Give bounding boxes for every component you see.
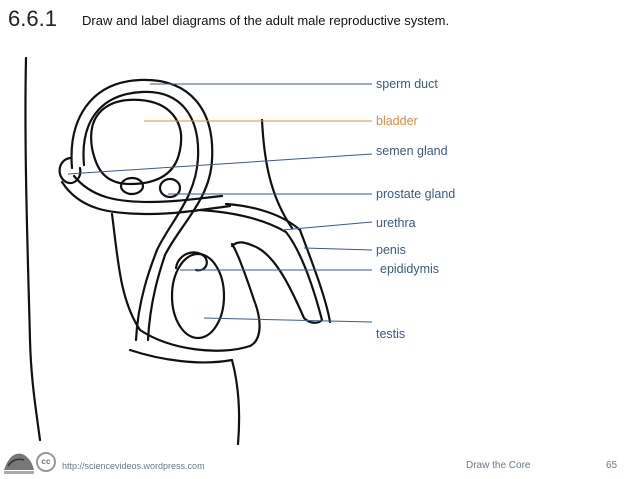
semen-gland-outline bbox=[58, 156, 82, 185]
penis-pointer bbox=[303, 247, 373, 251]
label-epididymis: epididymis bbox=[380, 262, 440, 276]
author-logo-icon bbox=[4, 453, 34, 474]
label-sperm-duct: sperm duct bbox=[376, 77, 438, 91]
semen-gland-right bbox=[158, 177, 182, 199]
penis-outline bbox=[198, 208, 324, 324]
label-semen-gland: semen gland bbox=[376, 144, 448, 158]
footer-center: Draw the Core bbox=[466, 460, 531, 471]
body-outline bbox=[24, 56, 42, 442]
scrotum-outline bbox=[110, 212, 261, 352]
semen-gland-left bbox=[119, 176, 145, 196]
slide-title: Draw and label diagrams of the adult mal… bbox=[82, 13, 450, 28]
epididymis-outline bbox=[174, 251, 208, 272]
label-urethra: urethra bbox=[376, 216, 416, 230]
footer-url[interactable]: http://sciencevideos.wordpress.com bbox=[62, 461, 205, 471]
label-prostate-gland: prostate gland bbox=[376, 187, 456, 201]
label-testis: testis bbox=[376, 327, 406, 341]
semen-gland-pointer bbox=[67, 153, 373, 175]
slide-number: 6.6.1 bbox=[8, 6, 57, 31]
label-bladder: bladder bbox=[376, 114, 418, 128]
body-front bbox=[260, 118, 294, 230]
testis-pointer bbox=[203, 317, 373, 323]
testis-outline bbox=[170, 252, 226, 340]
sperm-duct-inner bbox=[82, 90, 200, 252]
label-penis: penis bbox=[376, 243, 406, 257]
page-number: 65 bbox=[606, 460, 618, 471]
urethra-pointer bbox=[281, 221, 373, 231]
bladder-outline bbox=[90, 98, 183, 186]
sperm-duct-outer bbox=[70, 78, 214, 257]
cc-icon: cc bbox=[36, 452, 56, 472]
